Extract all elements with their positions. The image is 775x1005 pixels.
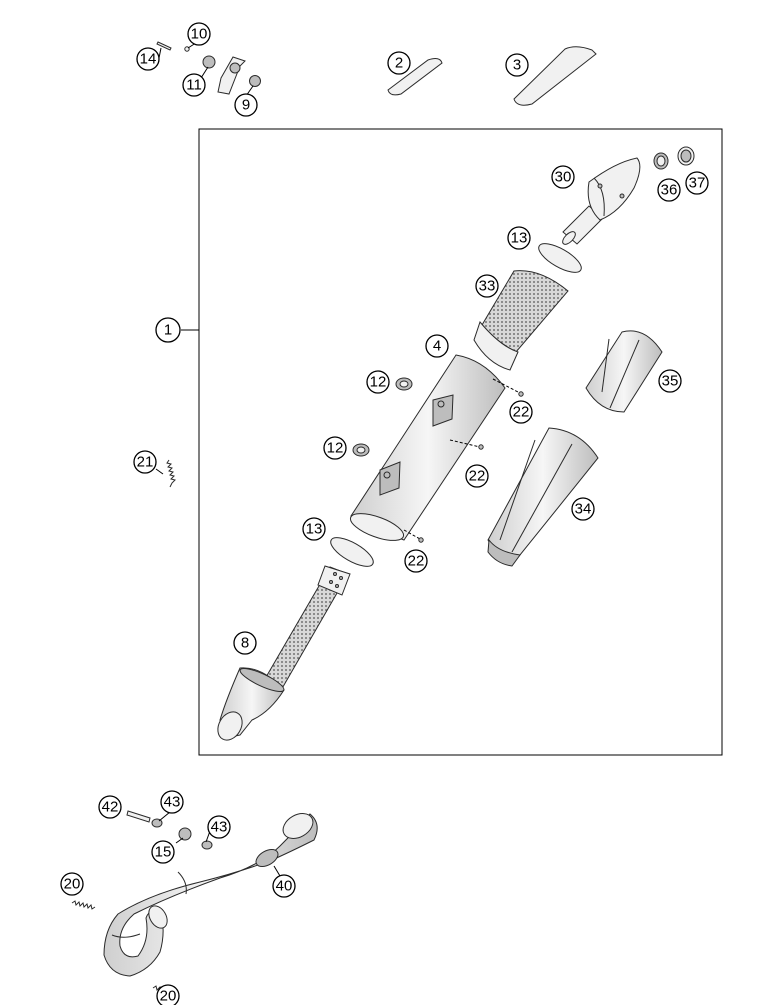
svg-text:11: 11 (186, 77, 202, 94)
svg-text:8: 8 (241, 635, 249, 652)
svg-text:36: 36 (661, 182, 678, 199)
callout-35: 35 (658, 369, 682, 393)
svg-text:1: 1 (164, 322, 172, 339)
svg-text:42: 42 (102, 799, 119, 816)
svg-text:14: 14 (140, 51, 157, 68)
callout-22-upper: 22 (509, 400, 533, 424)
muffler-assembly-frame (198, 128, 723, 756)
bracket-rubber-part (229, 62, 241, 74)
callout-43-lower: 43 (207, 815, 231, 839)
callout-2: 2 (387, 51, 411, 75)
svg-text:10: 10 (191, 26, 208, 43)
svg-text:30: 30 (555, 169, 572, 186)
callout-36: 36 (657, 178, 681, 202)
svg-text:43: 43 (164, 794, 181, 811)
svg-text:22: 22 (513, 404, 530, 421)
svg-text:21: 21 (137, 454, 154, 471)
bolt-lower-part (126, 810, 151, 823)
callout-8: 8 (233, 631, 257, 655)
inner-tube-group (217, 565, 351, 741)
callout-30: 30 (551, 165, 575, 189)
silencer-insert-group (473, 270, 569, 371)
svg-text:20: 20 (64, 876, 81, 893)
callout-20-upper: 20 (60, 872, 84, 896)
callout-12-upper: 12 (366, 370, 390, 394)
svg-text:13: 13 (306, 521, 323, 538)
svg-text:35: 35 (662, 373, 679, 390)
callout-21: 21 (133, 450, 157, 474)
spring-part (166, 459, 176, 488)
header-pipe-group (71, 810, 318, 995)
muffler-body-group (349, 354, 506, 541)
svg-text:2: 2 (395, 55, 403, 72)
callout-13-lower: 13 (302, 517, 326, 541)
end-cap-part (587, 157, 641, 221)
outer-sleeve-part (585, 330, 663, 413)
callout-10: 10 (187, 22, 211, 46)
callout-37: 37 (685, 171, 709, 195)
callout-33: 33 (475, 274, 499, 298)
callout-9: 9 (234, 93, 258, 117)
callout-1: 1 (155, 317, 181, 343)
header-pipe-part (103, 813, 318, 977)
svg-text:4: 4 (433, 338, 441, 355)
svg-text:37: 37 (689, 175, 706, 192)
callout-12-lower: 12 (323, 436, 347, 460)
callout-34: 34 (571, 497, 595, 521)
svg-text:13: 13 (511, 230, 528, 247)
callout-40: 40 (272, 874, 296, 898)
callout-42: 42 (98, 795, 122, 819)
svg-text:3: 3 (513, 57, 521, 74)
grommet-part (202, 55, 216, 69)
heat-shield-part (513, 46, 597, 106)
svg-text:12: 12 (370, 374, 387, 391)
rivet-lower-part (418, 537, 424, 543)
callout-20-lower: 20 (156, 984, 180, 1005)
rivet-upper-part (518, 391, 524, 397)
callout-4: 4 (425, 334, 449, 358)
spacer-part (178, 827, 192, 841)
bolt-part (156, 41, 172, 51)
o-ring-lower-part (330, 537, 374, 567)
spring-upper-part (71, 900, 96, 910)
svg-text:22: 22 (408, 553, 425, 570)
callout-43-upper: 43 (160, 790, 184, 814)
nut-part (249, 75, 261, 87)
callout-22-middle: 22 (465, 464, 489, 488)
svg-text:33: 33 (479, 278, 496, 295)
svg-text:20: 20 (160, 988, 177, 1005)
svg-text:12: 12 (327, 440, 344, 457)
outer-sleeve-long-group (487, 427, 599, 567)
callout-11: 11 (182, 73, 206, 97)
svg-text:43: 43 (211, 819, 228, 836)
bracket-part (217, 56, 246, 95)
svg-text:15: 15 (155, 844, 172, 861)
washer-lower-2-part (201, 840, 213, 850)
callout-15: 15 (151, 840, 175, 864)
callout-13-upper: 13 (507, 226, 531, 250)
outer-sleeve-long-part (487, 427, 599, 558)
svg-text:34: 34 (575, 501, 592, 518)
callout-22-lower: 22 (404, 549, 428, 573)
o-ring-upper-part (538, 243, 582, 273)
callout-3: 3 (505, 53, 529, 77)
mounting-hardware-group (156, 40, 261, 97)
svg-text:22: 22 (469, 468, 486, 485)
svg-text:40: 40 (276, 878, 293, 895)
callout-14: 14 (136, 47, 160, 71)
rivet-middle-part (478, 444, 484, 450)
end-cap-group (562, 146, 695, 245)
guard-plate-part (387, 58, 443, 96)
svg-text:9: 9 (242, 97, 250, 114)
